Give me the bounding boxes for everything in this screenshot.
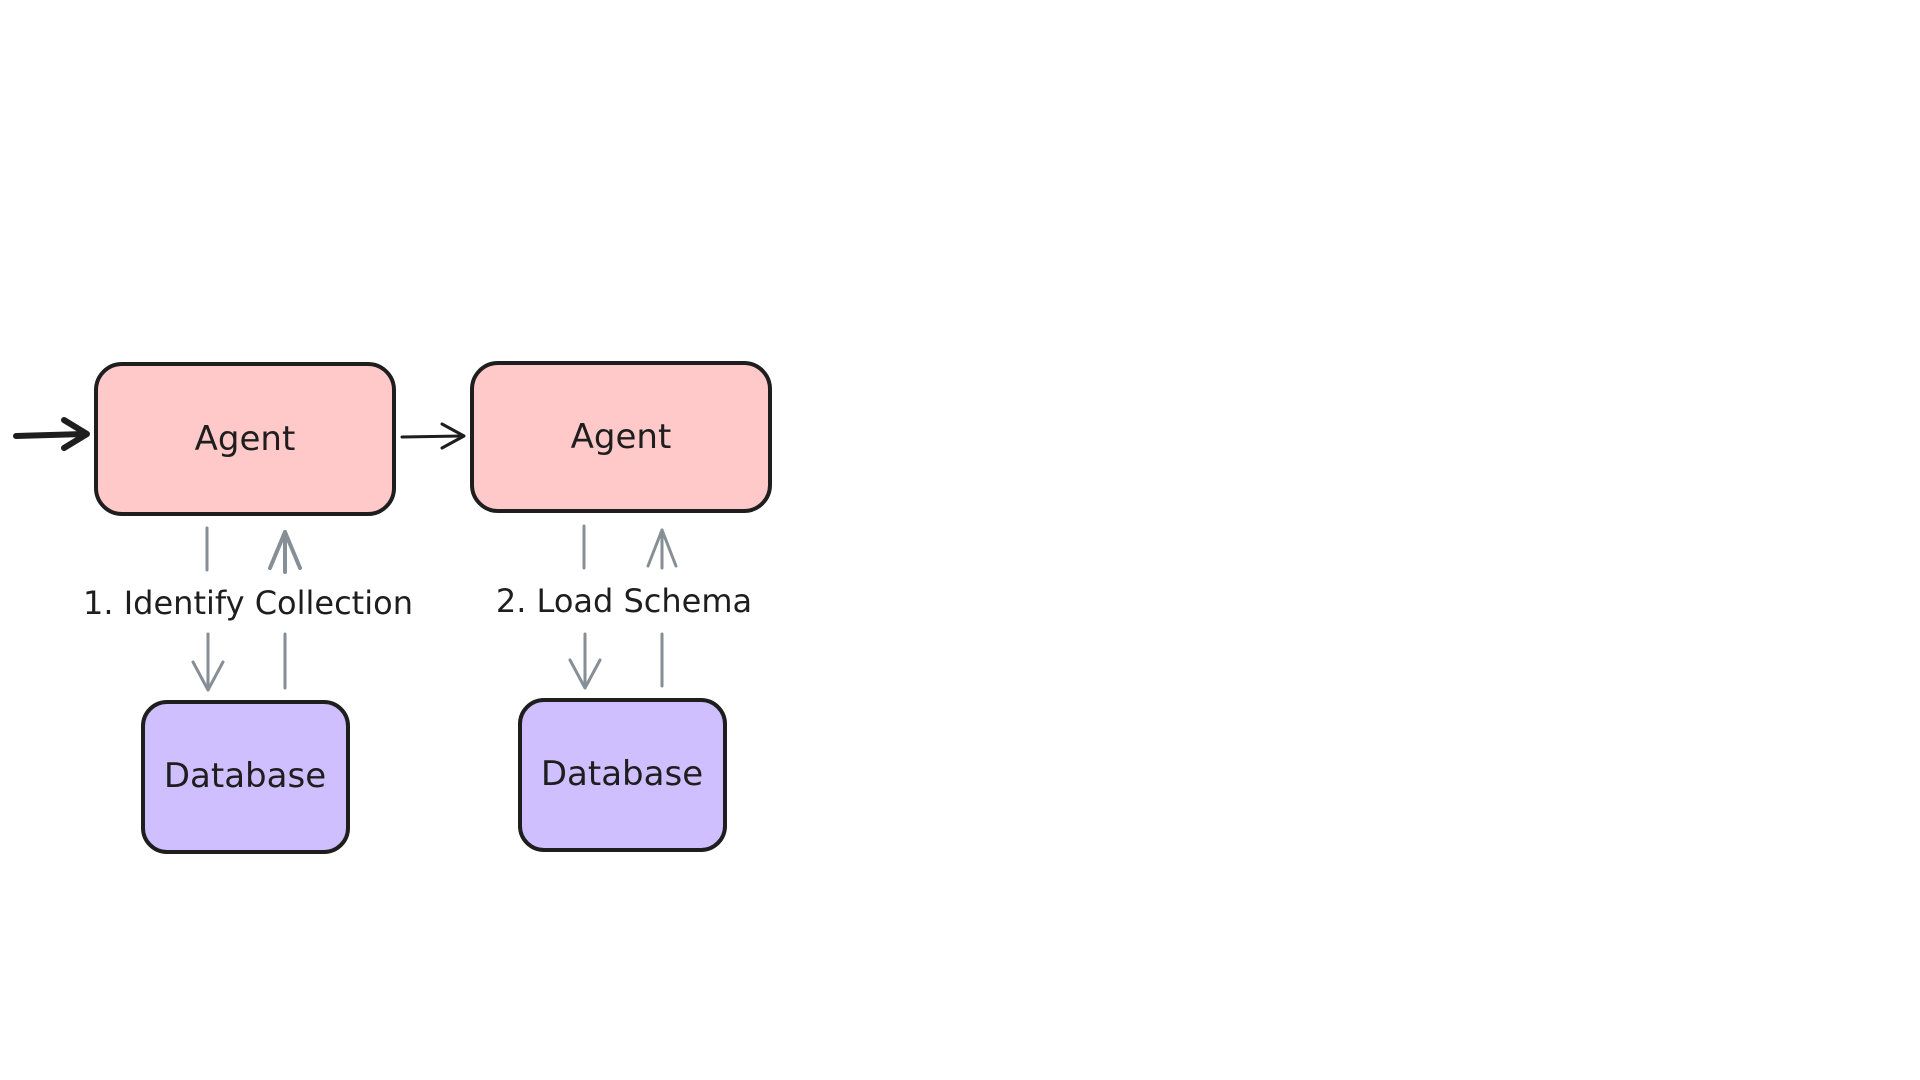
step-1-connectors xyxy=(191,526,302,692)
agent-node-1-label: Agent xyxy=(195,419,296,459)
entry-arrow xyxy=(13,417,90,451)
database-node-1-label: Database xyxy=(164,756,326,796)
agent-to-agent-arrow xyxy=(400,422,466,450)
agent-node-2-label: Agent xyxy=(571,417,672,457)
step-1-label: 1. Identify Collection xyxy=(83,584,413,622)
step-2-label: 2. Load Schema xyxy=(496,582,752,620)
database-node-2[interactable]: Database xyxy=(518,698,727,852)
agent-node-1[interactable]: Agent xyxy=(94,362,396,516)
database-node-2-label: Database xyxy=(541,754,703,794)
step-2-connectors xyxy=(568,524,678,690)
database-node-1[interactable]: Database xyxy=(141,700,350,854)
agent-node-2[interactable]: Agent xyxy=(470,361,772,513)
